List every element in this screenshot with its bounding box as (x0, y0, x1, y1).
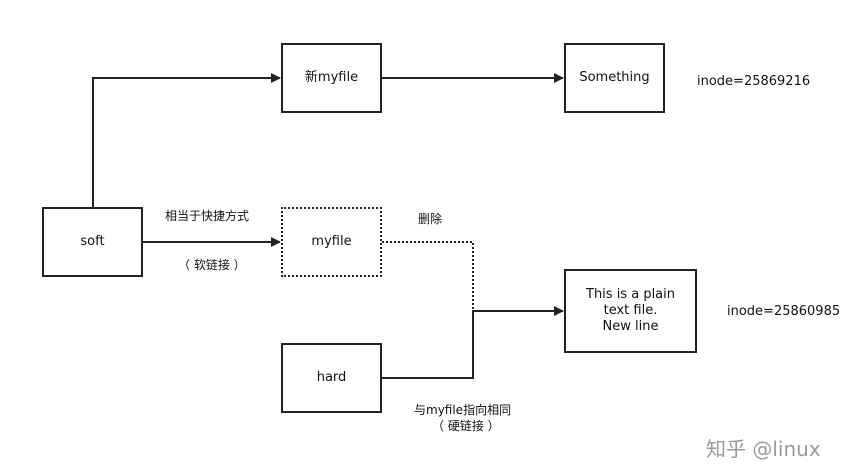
connector-soft-to-new-myfile (92, 73, 281, 207)
plain-text-line-3: New line (602, 319, 659, 335)
node-new-myfile: 新myfile (281, 43, 382, 113)
node-hard-label: hard (316, 369, 347, 385)
node-soft: soft (42, 207, 143, 277)
soft-link-description: 相当于快捷方式 (165, 209, 250, 223)
connector-myfile-to-plain-text-deleted (382, 241, 474, 311)
node-soft-label: soft (80, 233, 105, 249)
node-new-myfile-label: 新myfile (304, 69, 359, 85)
node-something-label: Something (579, 69, 650, 85)
inode-bottom-label: inode=25860985 (727, 304, 841, 319)
delete-label: 删除 (418, 212, 443, 226)
inode-top-label: inode=25869216 (697, 74, 811, 89)
node-hard: hard (281, 343, 382, 413)
node-myfile: myfile (281, 207, 382, 277)
node-something: Something (564, 43, 665, 113)
plain-text-line-1: This is a plain (586, 286, 675, 302)
zhihu-watermark: 知乎 @linux (706, 437, 821, 461)
node-plain-text-file: This is a plain text file. New line (564, 269, 697, 353)
node-myfile-label: myfile (311, 233, 352, 249)
hard-link-description: 与myfile指向相同 (414, 403, 512, 417)
hard-link-subtitle: （ 硬链接 ） (432, 419, 500, 433)
connector-hard-to-plain-text (382, 306, 564, 379)
soft-link-subtitle: （ 软链接 ） (178, 258, 246, 272)
plain-text-line-2: text file. (603, 302, 658, 318)
